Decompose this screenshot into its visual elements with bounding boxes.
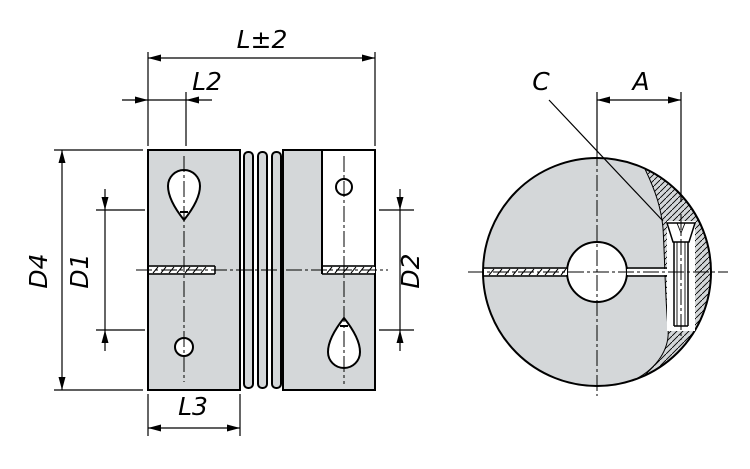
dim-label-a: A: [630, 67, 649, 96]
clamping-screw: [665, 222, 697, 327]
dimension-l3: L3: [147, 392, 241, 436]
dimension-d2: D2: [379, 189, 425, 351]
dim-label-c: C: [532, 67, 550, 96]
label-c-leader: C: [532, 67, 664, 222]
dimension-a: A: [596, 67, 682, 202]
dimension-d4: D4: [24, 149, 143, 391]
dim-label-d1: D1: [65, 253, 94, 288]
leader-line: [548, 99, 664, 222]
dimension-overall-length: L±2: [147, 25, 376, 146]
side-view: [136, 149, 388, 391]
dim-label-l2: L2: [192, 67, 222, 96]
end-view: [468, 150, 728, 396]
dimension-l2: L2: [122, 67, 222, 146]
dimension-d1: D1: [65, 189, 145, 351]
screw-recess-mark: [680, 222, 686, 234]
clamp-notch: [323, 151, 374, 265]
dim-label-l3: L3: [178, 392, 208, 421]
screw-head: [665, 222, 697, 243]
screw-recess-mark: [676, 222, 682, 234]
dim-label-d4: D4: [24, 253, 53, 288]
dim-label-overall-length: L±2: [237, 25, 288, 54]
dim-label-d2: D2: [396, 253, 425, 288]
